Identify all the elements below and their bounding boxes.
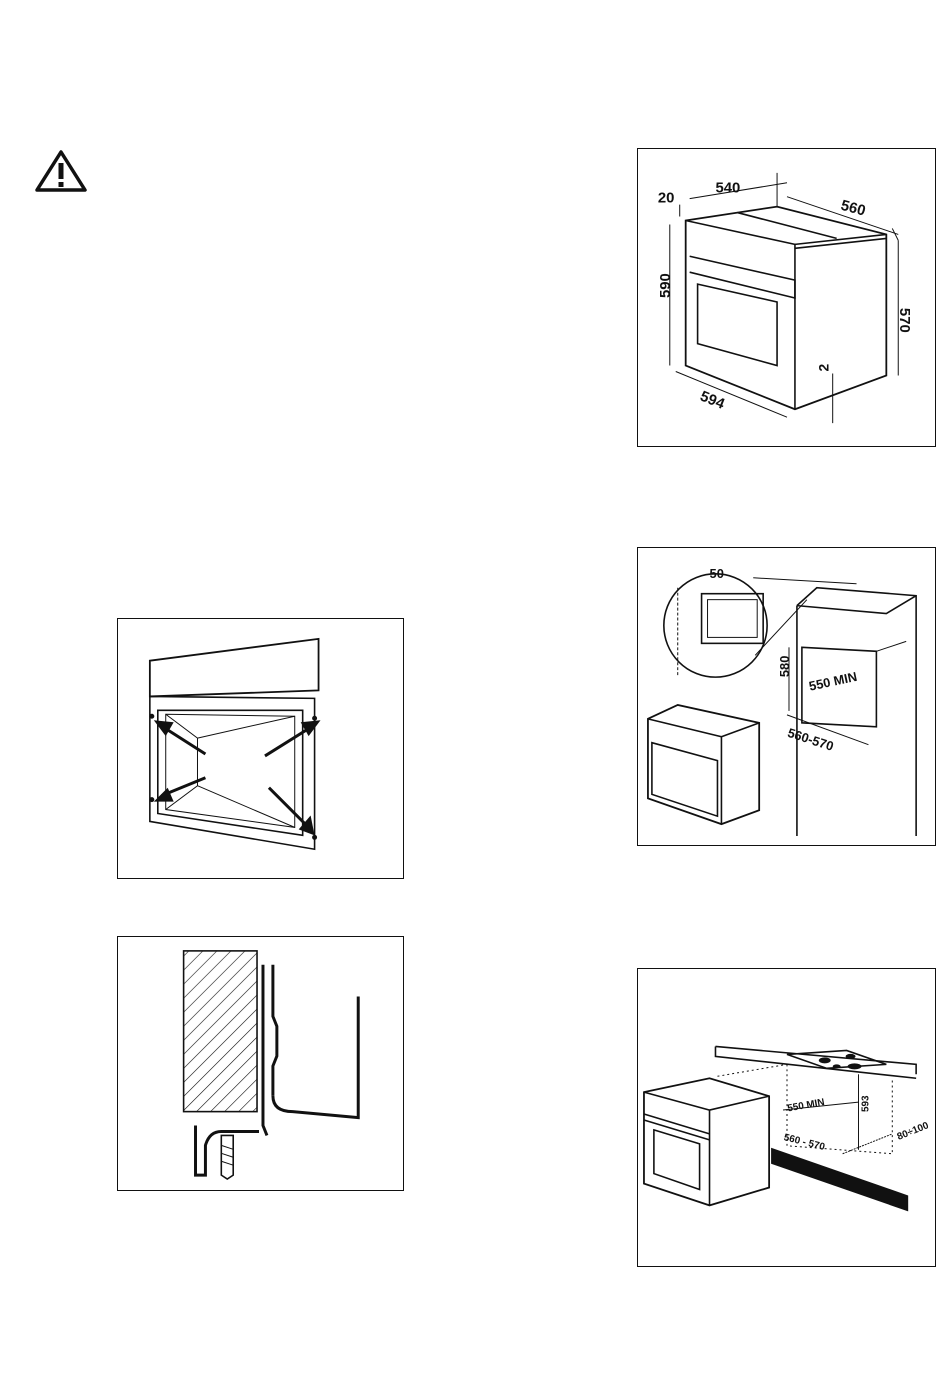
dim-593: 593 [860, 1095, 871, 1112]
dim-580: 580 [777, 656, 792, 678]
dim-550min: 550 MIN [808, 669, 859, 694]
figure-column-cabinet: 50 580 550 MIN 560-570 [637, 547, 936, 846]
warning-triangle-icon [34, 149, 88, 193]
screw-icon [221, 1135, 233, 1179]
dim-20: 20 [658, 191, 675, 207]
figure-oven-dimensions: 20 540 560 590 570 2 594 [637, 148, 936, 447]
figure-fixing-detail [117, 936, 404, 1191]
dim-594: 594 [698, 389, 728, 413]
dim-80-100: 80÷100 [896, 1120, 931, 1143]
dim-590: 590 [658, 273, 674, 298]
dim-570: 570 [896, 308, 912, 333]
figure-screw-holes [117, 618, 404, 879]
dim-560: 560 [839, 198, 867, 220]
dim-540: 540 [715, 181, 740, 197]
dim-50: 50 [710, 566, 724, 581]
figure-undercounter: 593 550 MIN 560 - 570 80÷100 [637, 968, 936, 1267]
dim-2: 2 [816, 364, 832, 372]
dim-560-570: 560-570 [786, 725, 836, 754]
dim-560-570: 560 - 570 [783, 1132, 827, 1153]
